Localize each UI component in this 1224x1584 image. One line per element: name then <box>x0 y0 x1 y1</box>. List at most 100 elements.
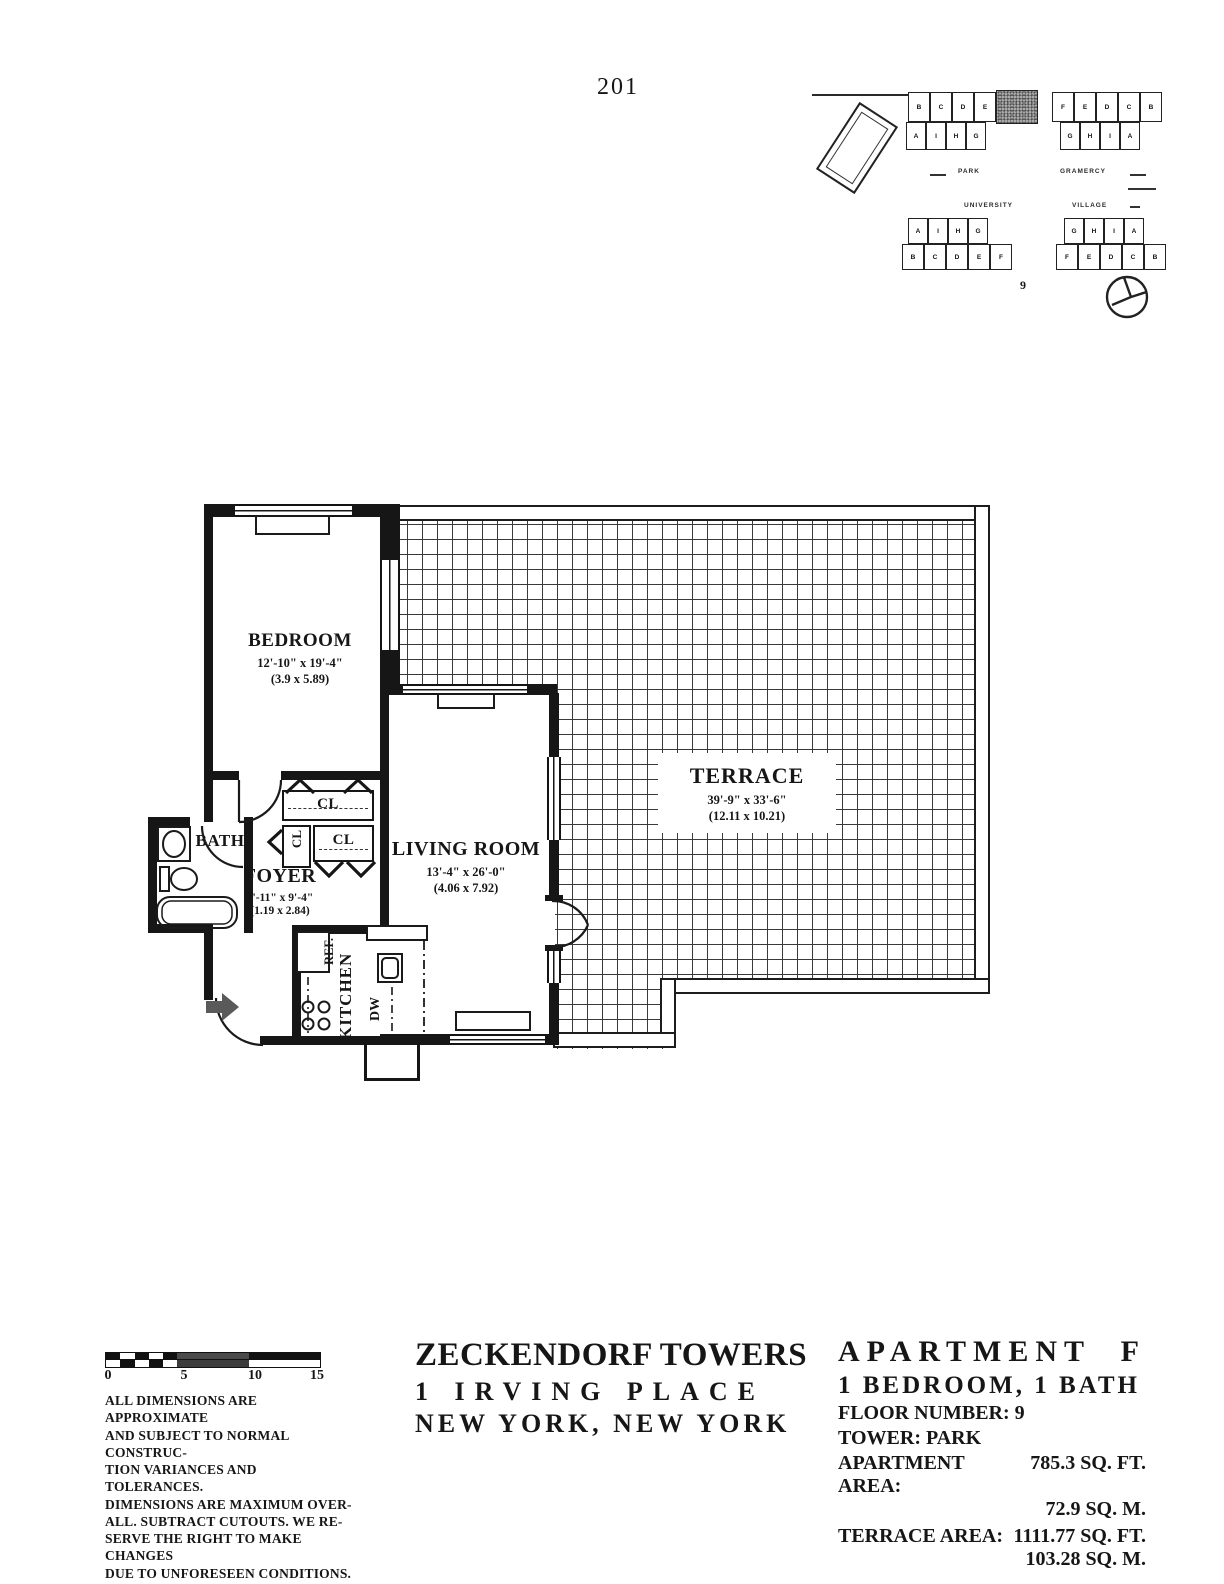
disclaimer-line: DIMENSIONS ARE MAXIMUM OVER- <box>105 1496 352 1512</box>
terrace-label-group: TERRACE 39'-9" x 33'-6" (12.11 x 10.21) <box>658 753 836 833</box>
tower-label: TOWER: <box>838 1427 921 1449</box>
bedroom-wall-right <box>380 504 400 560</box>
key-plan-label-village: VILLAGE <box>1072 202 1108 209</box>
key-plan-unit-cell: D <box>1100 244 1122 270</box>
closet-label: CL <box>289 830 304 849</box>
key-plan-unit-cell: B <box>908 92 930 122</box>
bath-wall-top <box>148 817 190 826</box>
key-plan-unit-cell: E <box>1074 92 1096 122</box>
foyer-label: FOYER <box>243 865 317 887</box>
bath-label: BATH <box>195 831 245 850</box>
key-plan-unit-cell: G <box>966 122 986 150</box>
living-room-wall-right <box>549 693 559 757</box>
disclaimer-line: SERVE THE RIGHT TO MAKE CHANGES <box>105 1531 302 1564</box>
key-plan-dash <box>1128 188 1156 190</box>
scale-tick: 15 <box>310 1368 324 1383</box>
terrace-parapet-bottom-left <box>553 1032 676 1048</box>
key-plan-unit-cell: D <box>946 244 968 270</box>
key-plan-unit-cell: G <box>1060 122 1080 150</box>
key-plan-unit-cell: H <box>946 122 966 150</box>
key-plan-unit-cell: I <box>928 218 948 244</box>
terrace-dimensions-ft: 39'-9" x 33'-6" <box>707 792 787 807</box>
key-plan-label-park: PARK <box>958 168 980 175</box>
key-plan-unit-cell: B <box>1144 244 1166 270</box>
closet-box: CL <box>313 825 374 862</box>
disclaimer-text: ALL DIMENSIONS ARE APPROXIMATE AND SUBJE… <box>105 1392 355 1584</box>
terrace-area-label: TERRACE AREA: <box>838 1525 1004 1547</box>
closet-label: CL <box>317 796 339 812</box>
bedroom-wall-right <box>380 650 400 695</box>
key-plan-unit-cell: C <box>924 244 946 270</box>
key-plan-unit-cell: G <box>968 218 988 244</box>
living-room-wall-right <box>549 840 559 899</box>
refrigerator <box>296 931 330 973</box>
bath-label-group: BATH <box>188 831 252 851</box>
bedroom-dimensions-m: (3.9 x 5.89) <box>270 672 330 686</box>
living-room-wall-bottom <box>380 1034 450 1045</box>
living-room-dimensions-m: (4.06 x 7.92) <box>433 881 499 895</box>
scale-bar-top-row <box>105 1352 321 1360</box>
disclaimer-line: AND SUBJECT TO NORMAL CONSTRUC- <box>105 1427 289 1460</box>
living-room-wall-bottom <box>545 1034 559 1045</box>
bedroom-label-group: BEDROOM 12'-10" x 19'-4" (3.9 x 5.89) <box>215 630 385 687</box>
living-room-terrace-window <box>547 757 561 840</box>
bedroom-wall-bottom <box>281 771 389 780</box>
key-plan-unit-cell: D <box>952 92 974 122</box>
page-number: 201 <box>597 74 639 100</box>
dishwasher-label: DW <box>368 996 383 1022</box>
key-plan-unit-cell: C <box>1122 244 1144 270</box>
living-room-label: LIVING ROOM <box>391 838 541 860</box>
building-title-block: ZECKENDORF TOWERS 1 IRVING PLACE NEW YOR… <box>415 1337 808 1439</box>
closet-box: CL <box>282 790 374 821</box>
floor-plan: CL CL CL TERRACE 39'-9" x 33'-6" (12.11 … <box>140 495 990 1120</box>
bedroom-side-window <box>380 560 400 650</box>
key-plan-unit-cell: D <box>1096 92 1118 122</box>
scale-bar-bottom-row <box>105 1360 321 1368</box>
key-plan-unit-cell: I <box>926 122 946 150</box>
north-compass-icon <box>1105 275 1149 319</box>
key-plan-unit-cell: C <box>930 92 952 122</box>
key-plan-unit-cell: F <box>1056 244 1078 270</box>
key-plan-unit-cell: E <box>968 244 990 270</box>
building-address: 1 IRVING PLACE <box>415 1377 765 1406</box>
key-plan-unit-cell: C <box>1118 92 1140 122</box>
terrace-area-m: 103.28 SQ. M. <box>1025 1548 1146 1570</box>
bedroom-label: BEDROOM <box>248 630 352 651</box>
floor-number-value: 9 <box>1014 1402 1025 1424</box>
apartment-label: APARTMENT <box>838 1335 1092 1368</box>
unit-type: 1 BEDROOM, 1 BATH <box>838 1372 1140 1399</box>
apartment-info-block: APARTMENT F 1 BEDROOM, 1 BATH FLOOR NUMB… <box>838 1335 1146 1571</box>
terrace-parapet-top <box>390 505 988 521</box>
living-room-terrace-window-lower <box>547 951 561 983</box>
living-room-bottom-window <box>450 1034 545 1045</box>
scale-tick: 5 <box>180 1368 188 1383</box>
entry-wall-stub <box>260 1036 302 1045</box>
kitchen-wall-top <box>292 925 389 934</box>
key-plan-unit-cell: I <box>1100 122 1120 150</box>
living-room-wall-left <box>380 693 389 929</box>
key-plan-dash-small <box>1130 206 1140 208</box>
key-plan-unit-cell: G <box>1064 218 1084 244</box>
key-plan-bracket-left <box>930 174 946 176</box>
building-name: ZECKENDORF TOWERS <box>415 1337 808 1373</box>
terrace-dimensions-m: (12.11 x 10.21) <box>708 808 786 823</box>
bedroom-dimensions-ft: 12'-10" x 19'-4" <box>257 656 343 670</box>
kitchen-counter-top <box>366 925 428 941</box>
building-city: NEW YORK, NEW YORK <box>415 1409 791 1438</box>
foyer-wall <box>204 779 213 822</box>
refrigerator-label: REF. <box>322 938 336 966</box>
scale-tick: 10 <box>248 1368 262 1383</box>
exterior-bump <box>364 1043 420 1081</box>
key-plan-highlight-unit <box>996 90 1038 124</box>
disclaimer-line: ALL DIMENSIONS ARE APPROXIMATE <box>105 1393 258 1426</box>
living-room-radiator-bottom <box>455 1011 531 1031</box>
disclaimer-line: TION VARIANCES AND TOLERANCES. <box>105 1462 257 1495</box>
disclaimer-line: ALL. SUBTRACT CUTOUTS. WE RE- <box>105 1513 343 1529</box>
terrace-door-jamb <box>545 895 563 901</box>
foyer-dimensions-ft: 3'-11" x 9'-4" <box>246 892 314 904</box>
